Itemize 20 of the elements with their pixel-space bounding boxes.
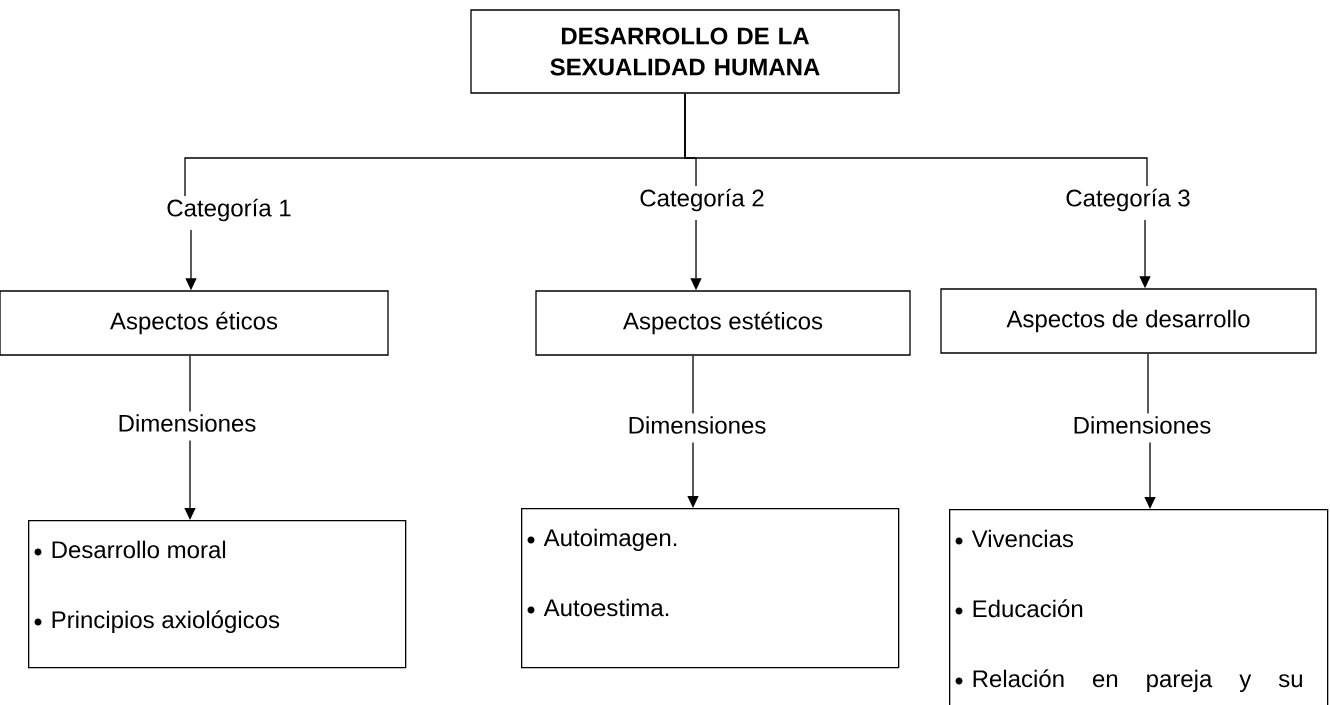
aspect-box: Aspectos estéticos xyxy=(535,290,911,356)
arrow xyxy=(184,439,196,520)
connector-line xyxy=(1147,353,1149,415)
connector-line xyxy=(692,355,694,415)
category-label: Categoría 2 xyxy=(640,188,764,212)
category-label: Dimensiones xyxy=(629,416,766,434)
aspect-box: Aspectos éticos xyxy=(0,290,389,356)
category-label: Dimensiones xyxy=(1074,416,1211,434)
dimension-list-box: Vivencias Educación Relación en pareja y su xyxy=(949,509,1329,705)
category-label: Categoría 1 xyxy=(167,198,291,222)
dimension-list-box: Autoimagen. Autoestima. xyxy=(521,508,900,669)
connector-line xyxy=(684,93,1148,187)
arrow xyxy=(687,441,699,508)
category-label: Dimensiones xyxy=(119,414,256,432)
connector-line xyxy=(189,355,191,413)
aspect-box: Aspectos de desarrollo xyxy=(940,288,1317,354)
arrow xyxy=(1144,441,1156,509)
title-box: DESARROLLO DE LA SEXUALIDAD HUMANA xyxy=(470,9,900,94)
dimension-list-box: Desarrollo moral Principios axiológicos xyxy=(28,520,407,669)
category-label: Categoría 3 xyxy=(1066,188,1190,212)
